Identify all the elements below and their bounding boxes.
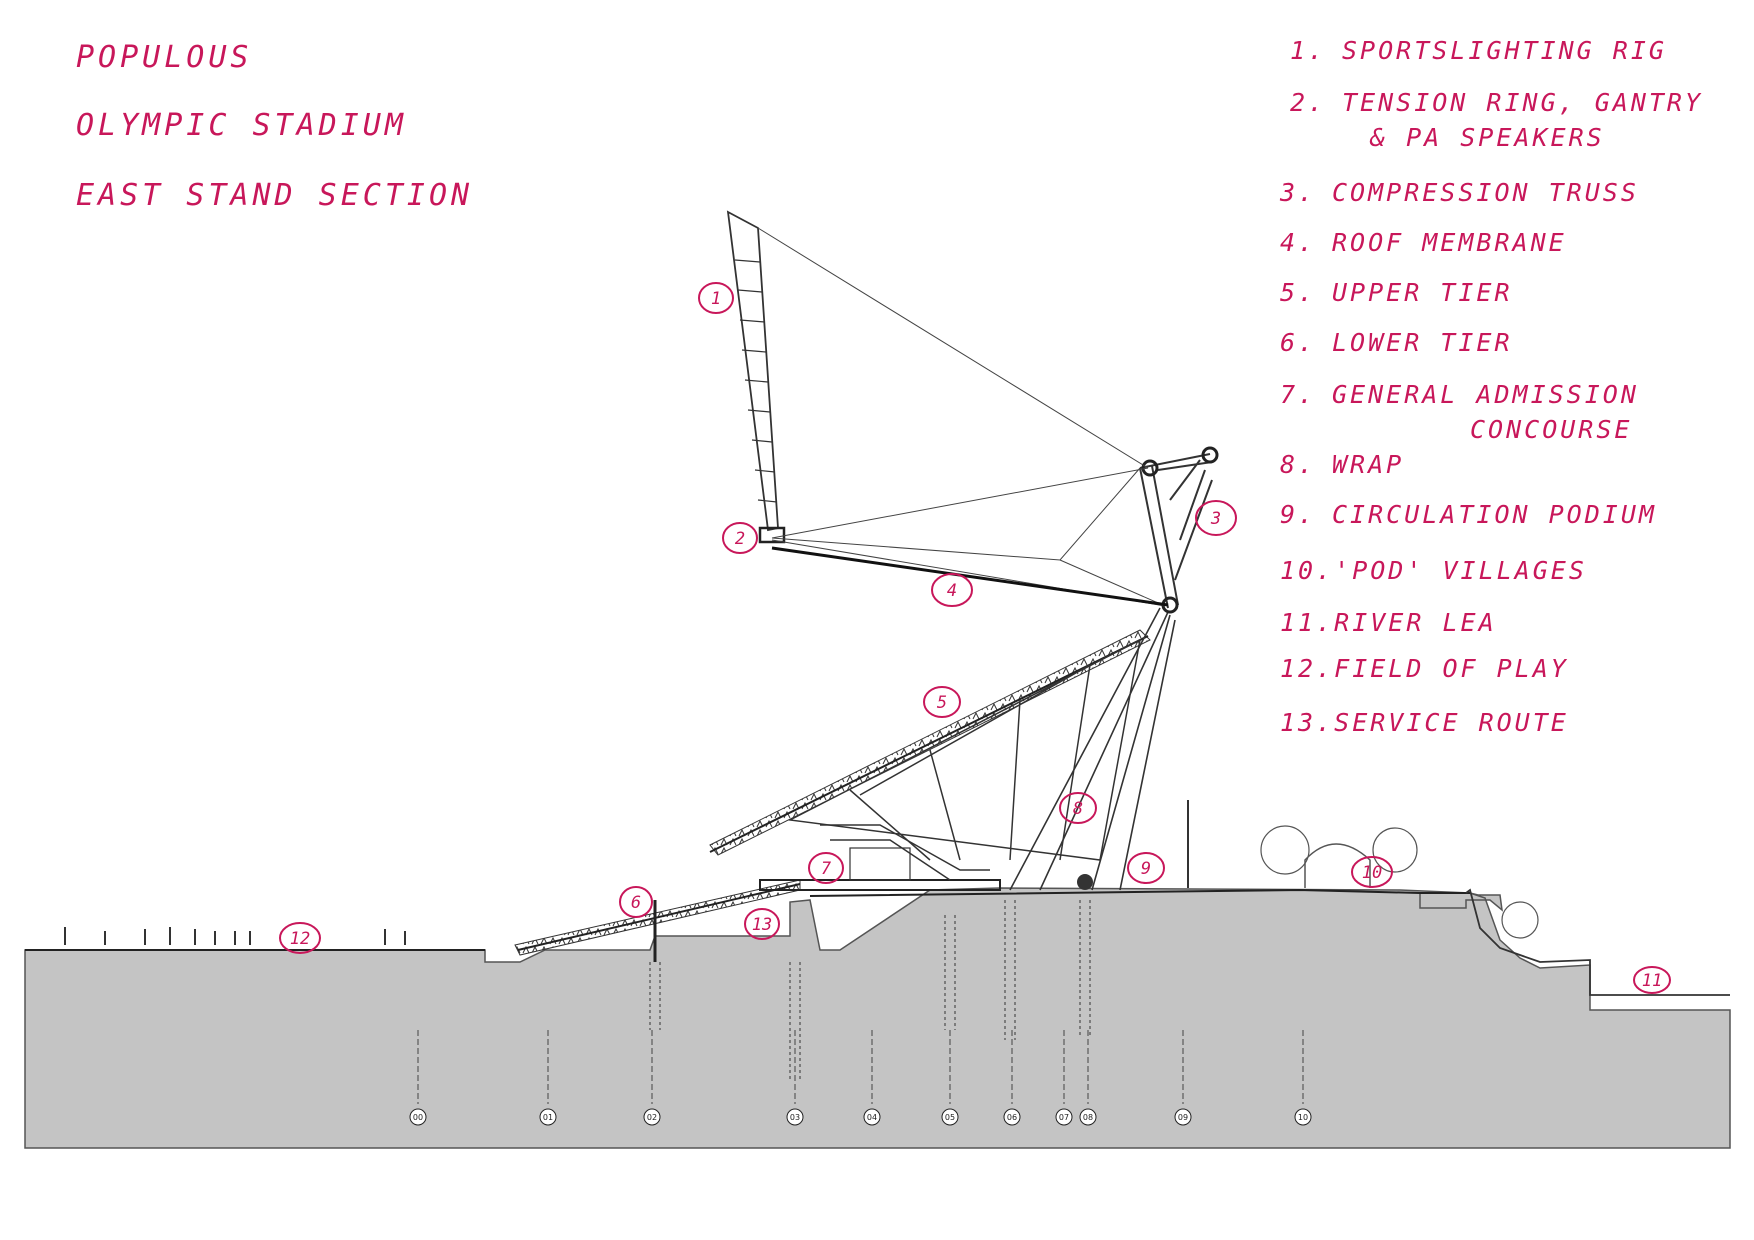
title-olympic-stadium: Olympic Stadium [76,108,407,143]
svg-text:08: 08 [1083,1113,1093,1122]
svg-text:13: 13 [752,915,772,935]
callout-10: 10 [1351,856,1393,888]
callout-7: 7 [808,852,844,884]
grid-label-08: 08 [1079,1108,1097,1126]
roof-cables [757,227,1166,607]
svg-text:02: 02 [647,1113,657,1122]
callout-1: 1 [698,282,734,314]
wrap-base-node [1077,874,1093,890]
tension-ring [758,526,786,544]
svg-text:2: 2 [735,529,745,549]
pod-village [1304,843,1371,888]
svg-text:03: 03 [790,1113,800,1122]
svg-text:3: 3 [1210,509,1221,529]
grid-label-05: 05 [941,1108,959,1126]
legend-item-12: 12.Field of Play [1280,654,1569,683]
compression-truss-node-top [1141,459,1159,477]
legend-item-1: 1.Sportslighting Rig [1290,36,1667,65]
svg-text:07: 07 [1059,1113,1069,1122]
svg-text:9: 9 [1141,859,1151,879]
legend-item-6: 6.Lower Tier [1280,328,1513,357]
callout-4: 4 [931,573,973,607]
callout-11: 11 [1633,966,1671,994]
svg-text:8: 8 [1073,799,1083,819]
callout-9: 9 [1127,852,1165,884]
callout-6: 6 [619,886,653,918]
callout-2: 2 [722,522,758,554]
grid-label-01: 01 [539,1108,557,1126]
callout-13: 13 [744,908,780,940]
upper-tier-truss [787,638,1142,861]
grid-lines [417,1030,1304,1104]
svg-text:7: 7 [821,859,832,879]
wrap-column [1009,607,1176,891]
callout-3: 3 [1195,500,1237,536]
grid-labels: 00 01 02 03 04 05 06 07 08 09 10 [409,1108,1312,1126]
concourse-stairs [820,824,990,881]
grid-label-06: 06 [1003,1108,1021,1126]
legend-item-5: 5.Upper Tier [1280,278,1513,307]
svg-text:12: 12 [290,929,310,949]
legend-item-10: 10.'Pod' Villages [1280,556,1587,585]
lighting-rig-hatch [734,259,778,503]
grid-label-00: 00 [409,1108,427,1126]
compression-truss-node-right [1201,446,1219,464]
lower-tier-rake [517,883,801,951]
roof-membrane [771,546,1169,607]
callout-12: 12 [279,922,321,954]
tree-3 [1501,901,1539,939]
svg-text:09: 09 [1178,1113,1188,1122]
svg-text:10: 10 [1298,1113,1308,1122]
legend-item-11: 11.River Lea [1280,608,1497,637]
svg-text:00: 00 [413,1113,423,1122]
concourse-room [849,847,911,881]
ground-mass [24,887,1731,1149]
grid-label-03: 03 [786,1108,804,1126]
svg-text:4: 4 [947,581,957,601]
upper-tier-rake [709,635,1149,853]
legend-item-3: 3.Compression Truss [1280,178,1639,207]
svg-text:01: 01 [543,1113,553,1122]
callouts: 1 2 3 4 5 6 7 8 9 10 11 12 13 [279,282,1671,994]
people-field [64,927,406,945]
svg-text:10: 10 [1362,863,1382,883]
svg-text:5: 5 [937,693,947,713]
grid-label-02: 02 [643,1108,661,1126]
river-bank [1465,888,1730,996]
title-east-stand-section: East Stand Section [76,178,474,213]
legend-item-9: 9.Circulation Podium [1280,500,1657,529]
title-populous: Populous [76,40,253,75]
legend-item-13: 13.Service Route [1280,708,1569,737]
svg-text:11: 11 [1642,971,1662,991]
grid-label-10: 10 [1294,1108,1312,1126]
svg-text:05: 05 [945,1113,955,1122]
legend-item-7: 7.General AdmissionConcourse [1280,380,1639,444]
grid-label-07: 07 [1055,1108,1073,1126]
tree-1 [1260,825,1310,875]
svg-text:04: 04 [867,1113,877,1122]
grid-label-09: 09 [1174,1108,1192,1126]
tree-2 [1372,827,1418,873]
legend-item-4: 4.Roof Membrane [1280,228,1567,257]
callout-5: 5 [923,686,961,718]
legend-item-2: 2.Tension Ring, Gantry& PA Speakers [1290,88,1704,152]
svg-text:1: 1 [711,289,721,309]
svg-text:06: 06 [1007,1113,1017,1122]
callout-8: 8 [1059,792,1097,824]
svg-text:6: 6 [631,893,641,913]
legend-item-8: 8.Wrap [1280,450,1405,479]
compression-truss [1139,453,1213,609]
grid-label-04: 04 [863,1108,881,1126]
foundation-piles [649,900,1091,1080]
